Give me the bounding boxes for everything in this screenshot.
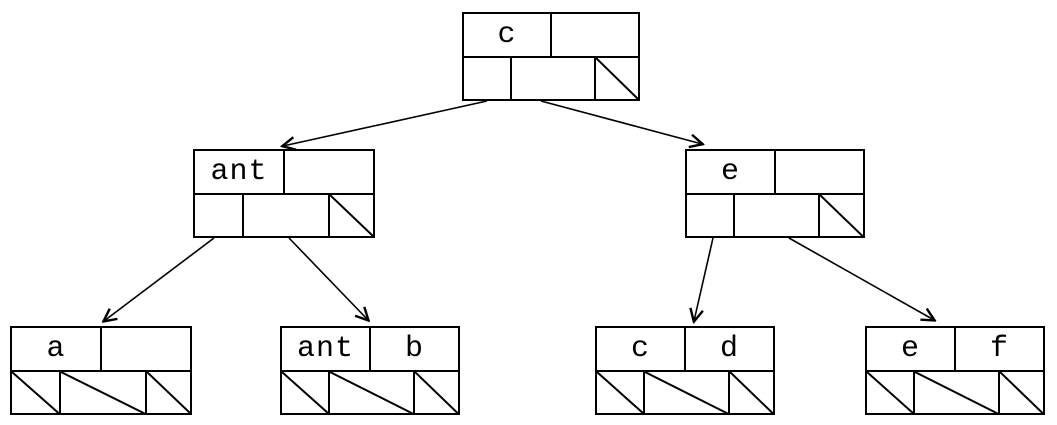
key-cell-c: c <box>630 331 650 366</box>
pointer-row <box>12 369 191 414</box>
nil-pointer-cell <box>867 372 913 414</box>
pointer-row <box>195 192 374 237</box>
child-pointer-cell <box>195 195 242 237</box>
nil-pointer-cell <box>818 194 863 237</box>
key-cell-b: b <box>369 328 458 370</box>
key-cell-ant: ant <box>210 154 268 189</box>
nil-diagonal-icon <box>12 372 59 414</box>
pointer-row <box>597 369 773 414</box>
key-cell-empty <box>550 14 638 56</box>
nil-diagonal-icon <box>867 372 913 414</box>
key-row: a <box>12 328 190 370</box>
key-cell-e: e <box>720 154 740 189</box>
child-pointer-cell <box>687 195 733 237</box>
tree-edge-root-to-left <box>283 100 488 146</box>
tree-edge-right-to-leaf-cd <box>694 237 714 321</box>
child-pointer-cell <box>241 194 328 236</box>
key-cell-empty <box>100 328 190 370</box>
nil-pointer-cell <box>913 371 998 414</box>
nil-pointer-cell <box>58 371 145 414</box>
nil-diagonal-icon <box>730 372 773 414</box>
tree-node-internal-left: ant <box>193 149 375 238</box>
child-pointer-cell <box>733 194 818 236</box>
key-cell-f: f <box>954 328 1043 370</box>
tree-node-internal-right: e <box>685 149 865 238</box>
nil-pointer-cell <box>282 372 328 414</box>
nil-diagonal-icon <box>915 372 998 414</box>
nil-pointer-cell <box>328 371 413 414</box>
nil-diagonal-icon <box>645 372 728 414</box>
nil-pointer-cell <box>597 372 643 414</box>
key-cell-empty <box>283 151 373 193</box>
nil-diagonal-icon <box>330 195 374 237</box>
nil-diagonal-icon <box>330 372 413 414</box>
key-cell-d: d <box>684 328 773 370</box>
key-cell-empty <box>774 151 863 193</box>
key-row: e <box>687 151 863 193</box>
pointer-row <box>464 55 639 100</box>
child-pointer-cell <box>464 58 510 100</box>
nil-pointer-cell <box>413 371 458 414</box>
tree-edge-right-to-leaf-ef <box>788 237 934 320</box>
pointer-row <box>867 369 1043 414</box>
nil-diagonal-icon <box>415 372 458 414</box>
pointer-row <box>282 369 458 414</box>
nil-pointer-cell <box>327 194 374 237</box>
pointer-row <box>687 192 863 237</box>
key-cell-c: c <box>497 17 517 52</box>
nil-pointer-cell <box>998 371 1043 414</box>
tree-edge-left-to-leaf-a <box>104 237 215 321</box>
child-pointer-cell <box>509 57 594 99</box>
key-row: ant <box>195 151 373 193</box>
tree-edge-left-to-leaf-b <box>288 237 368 320</box>
tree-node-leaf-a: a <box>10 326 192 415</box>
nil-pointer-cell <box>593 57 639 100</box>
nil-diagonal-icon <box>61 372 145 414</box>
nil-diagonal-icon <box>147 372 191 414</box>
tree-node-root: c <box>462 12 640 101</box>
nil-diagonal-icon <box>282 372 328 414</box>
key-cell-a: a <box>46 331 66 366</box>
key-row: c <box>464 14 638 56</box>
key-cell-ant: ant <box>296 331 354 366</box>
tree-edge-root-to-right <box>540 100 702 144</box>
nil-diagonal-icon <box>597 372 643 414</box>
nil-diagonal-icon <box>1000 372 1043 414</box>
nil-pointer-cell <box>144 371 191 414</box>
nil-diagonal-icon <box>820 195 863 237</box>
key-cell-e: e <box>900 331 920 366</box>
nil-pointer-cell <box>12 372 59 414</box>
nil-pointer-cell <box>728 371 773 414</box>
nil-diagonal-icon <box>596 58 639 100</box>
nil-pointer-cell <box>643 371 728 414</box>
